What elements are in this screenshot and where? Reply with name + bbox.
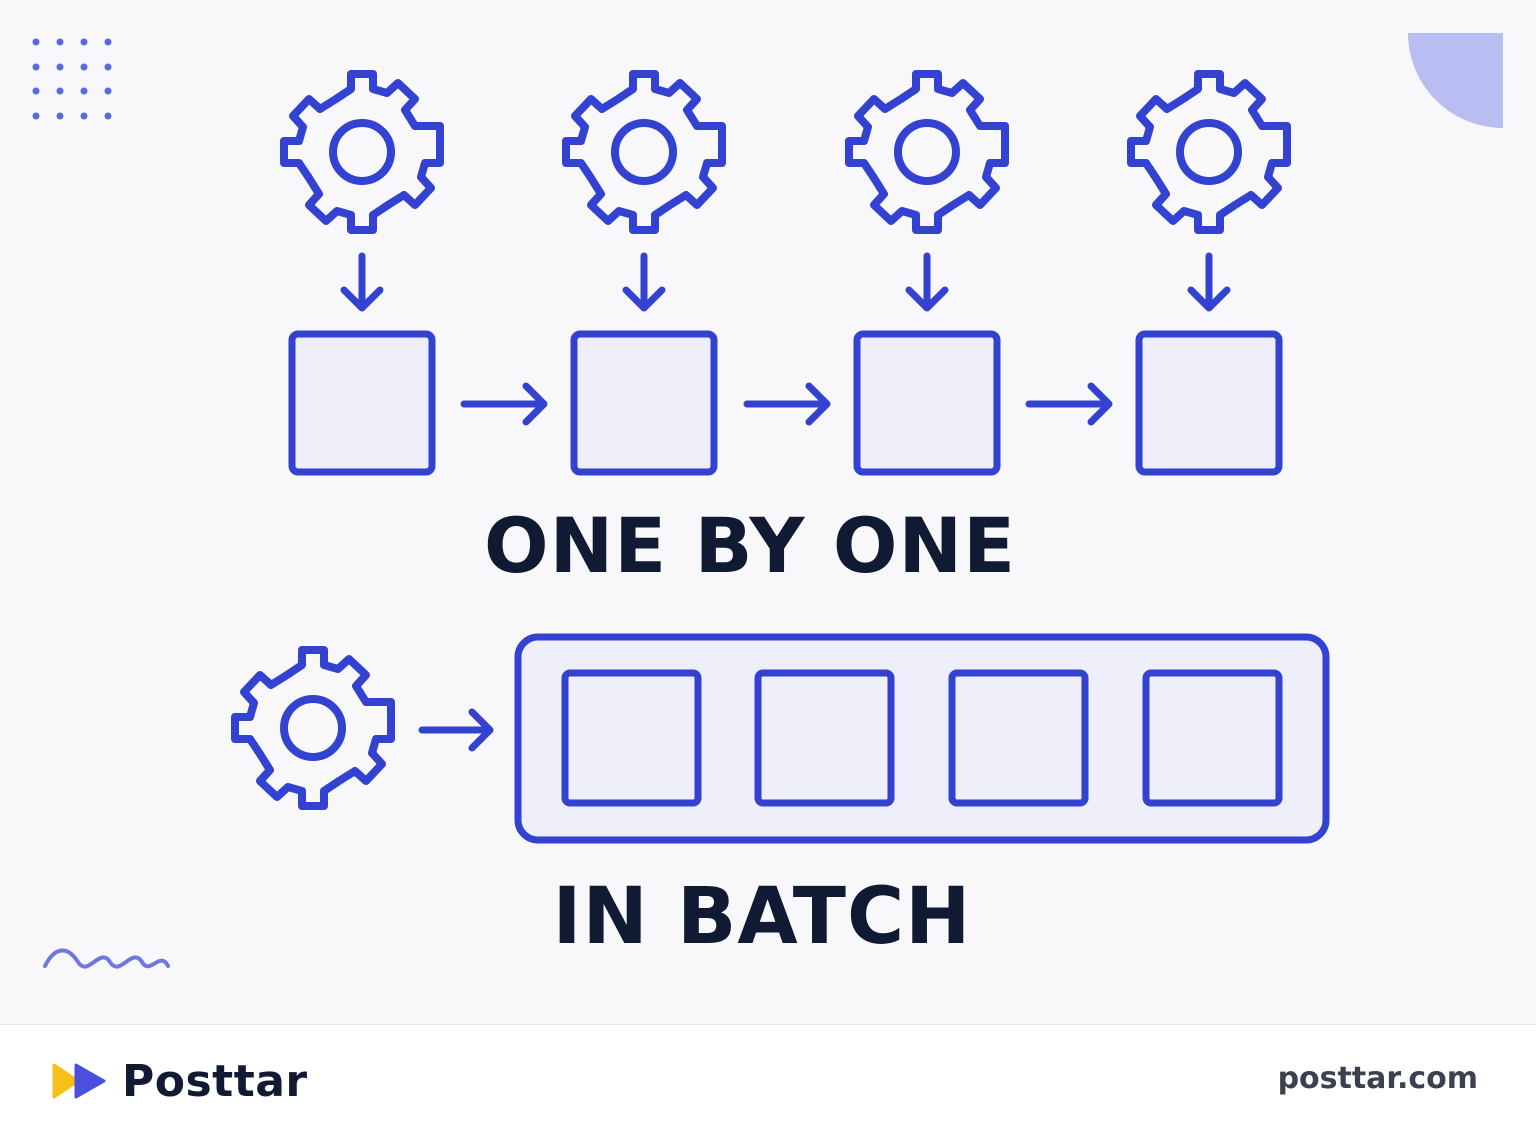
- batch-task-box: [948, 669, 1089, 807]
- squiggle-decoration: [43, 948, 170, 969]
- brand-name: Posttar: [122, 1055, 308, 1107]
- down-arrow-icon: [905, 252, 949, 312]
- down-arrow-icon: [340, 252, 384, 312]
- batch-container: [514, 633, 1330, 844]
- dot-grid-decoration: [32, 38, 112, 120]
- gear-icon: [235, 650, 391, 806]
- right-arrow-icon: [1025, 382, 1113, 426]
- diagram-svg: [32, 33, 1503, 969]
- posttar-play-logo-icon: [52, 1063, 106, 1099]
- task-box: [570, 330, 718, 476]
- gear-icon: [284, 74, 440, 230]
- task-box: [853, 330, 1001, 476]
- corner-shape-decoration: [1408, 33, 1503, 128]
- batch-task-box: [1142, 669, 1283, 807]
- diagram-canvas: ONE BY ONE IN BATCH: [32, 33, 1503, 969]
- batch-task-box: [561, 669, 702, 807]
- right-arrow-icon: [743, 382, 831, 426]
- in-batch-heading: IN BATCH: [552, 872, 972, 962]
- brand[interactable]: Posttar: [52, 1055, 308, 1107]
- gear-icon: [1131, 74, 1287, 230]
- gear-icon: [849, 74, 1005, 230]
- one-by-one-heading: ONE BY ONE: [484, 501, 1016, 590]
- down-arrow-icon: [1187, 252, 1231, 312]
- task-box: [1135, 330, 1283, 476]
- task-box: [288, 330, 436, 476]
- right-arrow-icon: [418, 708, 494, 752]
- down-arrow-icon: [622, 252, 666, 312]
- right-arrow-icon: [460, 382, 548, 426]
- gear-icon: [566, 74, 722, 230]
- website-link[interactable]: posttar.com: [1277, 1061, 1478, 1096]
- footer-bar: Posttar posttar.com: [0, 1024, 1536, 1137]
- batch-task-box: [754, 669, 895, 807]
